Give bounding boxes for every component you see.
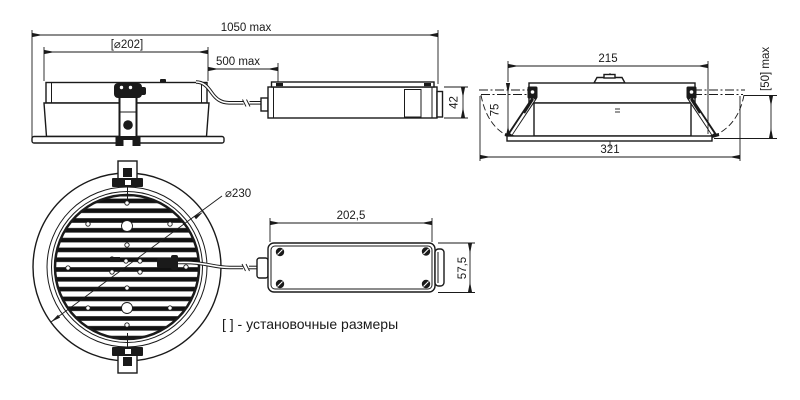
installed-side-view: 215 75 321 [50] max	[479, 47, 777, 161]
dim-label-575: 57,5	[457, 257, 469, 279]
body-upper-band	[528, 82, 696, 104]
dim-label-321: 321	[600, 144, 619, 156]
spring-clip-left	[504, 86, 538, 139]
rear-view: ⌀230	[32, 160, 258, 374]
dim-cutout-diameter: [⌀202]	[43, 39, 209, 81]
rear-cable	[157, 255, 258, 272]
spring-clip-front	[114, 83, 146, 146]
driver-label-area	[404, 89, 422, 118]
dim-driver-length: 202,5	[269, 210, 433, 242]
note-installation-dimensions: [ ] - установочные размеры	[222, 316, 398, 332]
driver-body	[267, 86, 438, 119]
heatsink-holes	[65, 200, 189, 328]
dim-cable-length: 500 max	[207, 56, 279, 82]
driver-inlet-connector	[256, 257, 269, 279]
dim-overall-length: 1050 max	[31, 22, 439, 140]
center-detail	[110, 257, 120, 262]
dim-label-230: ⌀230	[225, 188, 251, 200]
dim-outer-diameter: ⌀230	[50, 188, 251, 323]
dim-driver-height: 42	[444, 86, 468, 119]
dim-label-500: 500 max	[216, 56, 260, 68]
driver-top-view: 202,5 57,5	[256, 210, 475, 293]
driver-end-tab	[436, 90, 444, 118]
driver-box-side	[260, 81, 444, 119]
spring-clip-right	[686, 86, 720, 139]
rear-clip-top	[112, 160, 143, 201]
side-view-with-driver: 1050 max [⌀202] 500 max 42	[31, 22, 468, 146]
dim-flange-width: 215	[507, 53, 709, 134]
dim-clip-span: 321	[479, 96, 741, 161]
dim-fixture-height: 75	[490, 82, 511, 137]
dim-label-42: 42	[449, 96, 461, 109]
driver-cable	[195, 80, 261, 107]
dim-recess-depth: [50] max	[714, 47, 777, 139]
dim-label-215: 215	[598, 53, 617, 65]
driver-body-top	[267, 242, 436, 293]
driver-top-strip	[270, 81, 435, 88]
dim-label-2025: 202,5	[337, 210, 366, 222]
driver-outlet-bracket	[434, 248, 445, 287]
clip-swing-arc-right	[710, 94, 745, 138]
dim-label-1050: 1050 max	[221, 22, 272, 34]
dim-label-202: [⌀202]	[111, 39, 144, 51]
rear-clip-bottom	[112, 333, 143, 374]
dim-label-75: 75	[490, 104, 502, 117]
dim-driver-width: 57,5	[438, 242, 475, 293]
dim-label-50: [50] max	[760, 47, 772, 91]
cable-gland-nub	[160, 79, 166, 83]
driver-screws	[275, 247, 431, 289]
driver-cable-connector	[260, 97, 269, 112]
body-lower-band	[533, 102, 692, 137]
trim-flange-side	[506, 135, 713, 142]
